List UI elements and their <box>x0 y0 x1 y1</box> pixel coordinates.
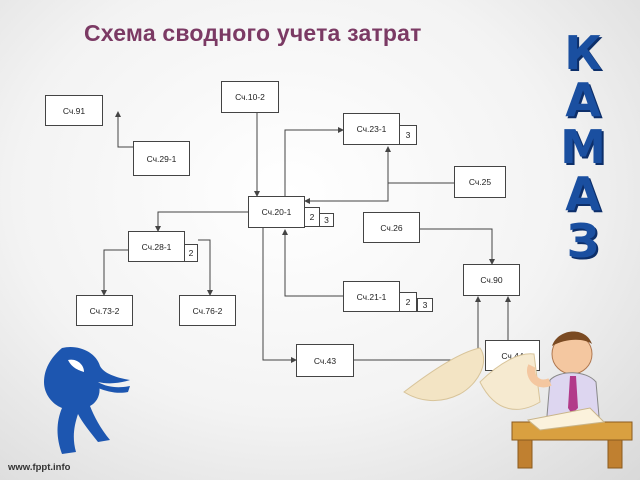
tag-sch21-1-2: 2 <box>399 292 417 312</box>
node-sch26: Сч.26 <box>363 212 420 243</box>
node-sch23-1: Сч.23-1 <box>343 113 400 145</box>
node-sch20-1: Сч.20-1 <box>248 196 305 228</box>
logo-letter: А <box>565 73 601 127</box>
logo-letter: К <box>564 26 602 80</box>
logo-letter: З <box>566 214 600 268</box>
logo-letter: М <box>560 120 606 174</box>
node-sch90: Сч.90 <box>463 264 520 296</box>
footer-site: www.fppt.info <box>8 462 71 473</box>
node-sch25: Сч.25 <box>454 166 506 198</box>
tag-sch20-1-2: 2 <box>304 207 320 227</box>
node-sch29-1: Сч.29-1 <box>133 141 190 176</box>
tag-sch20-1-3: 3 <box>319 213 334 227</box>
node-sch91: Сч.91 <box>45 95 103 126</box>
tag-sch23-1-3: 3 <box>399 125 417 145</box>
node-sch43: Сч.43 <box>296 344 354 377</box>
node-sch28-1: Сч.28-1 <box>128 231 185 262</box>
tag-sch21-1-3: 3 <box>417 298 433 312</box>
node-sch73-2: Сч.73-2 <box>76 295 133 326</box>
node-sch10-2: Сч.10-2 <box>221 81 279 113</box>
tag-sch28-1-2: 2 <box>184 244 198 262</box>
node-sch21-1: Сч.21-1 <box>343 281 400 312</box>
person-at-desk-icon <box>403 331 633 469</box>
node-sch76-2: Сч.76-2 <box>179 295 236 326</box>
page-title: Схема сводного учета затрат <box>84 20 422 46</box>
logo-letter: А <box>565 167 601 221</box>
horse-logo-icon <box>44 346 130 454</box>
kamaz-logo: К А М А З <box>548 30 618 265</box>
